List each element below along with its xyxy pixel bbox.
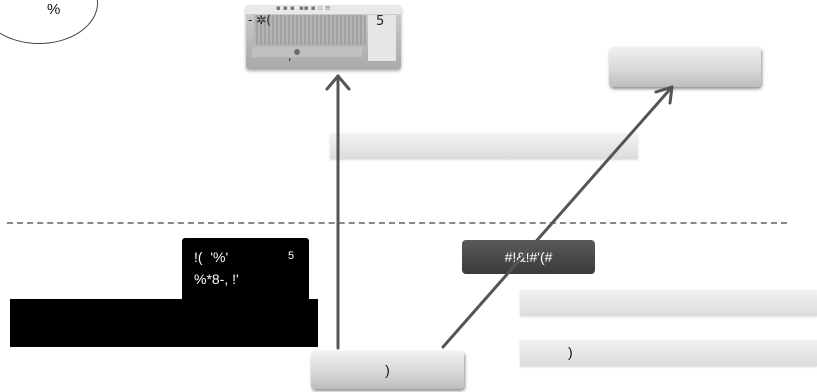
- pill-label: #!&!#'(#: [462, 240, 595, 274]
- diagonal-arrowhead-icon: [654, 85, 674, 105]
- thumbnail-bottom-glyph: ,: [288, 50, 292, 63]
- dark-box-line-2: %*8-, !': [194, 271, 239, 287]
- vertical-arrowhead-icon: [325, 74, 351, 91]
- ellipse-label: %: [47, 1, 61, 18]
- thumbnail-left-glyph: - ✲(: [248, 13, 271, 27]
- dashed-separator: [7, 222, 787, 224]
- thumbnail-title-symbols: ▪ ▪ ▪ ▪▪ ▪ ▫ ≡: [276, 5, 331, 12]
- top-right-button[interactable]: [609, 47, 761, 87]
- black-bar: [10, 299, 318, 347]
- right-bar-upper: [520, 290, 817, 316]
- thumbnail-strip: [252, 47, 362, 57]
- screenshot-thumbnail: ▪ ▪ ▪ ▪▪ ▪ ▫ ≡ - ✲( 5 ,: [246, 5, 401, 69]
- right-bar-lower-label: ): [568, 344, 573, 360]
- dark-box-line-1: !( '%': [194, 249, 229, 265]
- bottom-button[interactable]: ): [311, 351, 464, 389]
- dark-tooltip-box: !( '%' 5 %*8-, !': [182, 238, 309, 301]
- middle-bar: [330, 133, 638, 159]
- diagonal-arrow-line: [441, 85, 674, 349]
- thumbnail-side-panel: [368, 15, 396, 61]
- thumbnail-right-glyph: 5: [376, 14, 385, 29]
- dark-box-digit: 5: [288, 250, 295, 262]
- right-bar-lower: ): [520, 340, 817, 366]
- thumbnail-titlebar: ▪ ▪ ▪ ▪▪ ▪ ▫ ≡: [246, 5, 401, 14]
- thumbnail-pane: [254, 15, 366, 45]
- thumbnail-dot-icon: [294, 49, 300, 55]
